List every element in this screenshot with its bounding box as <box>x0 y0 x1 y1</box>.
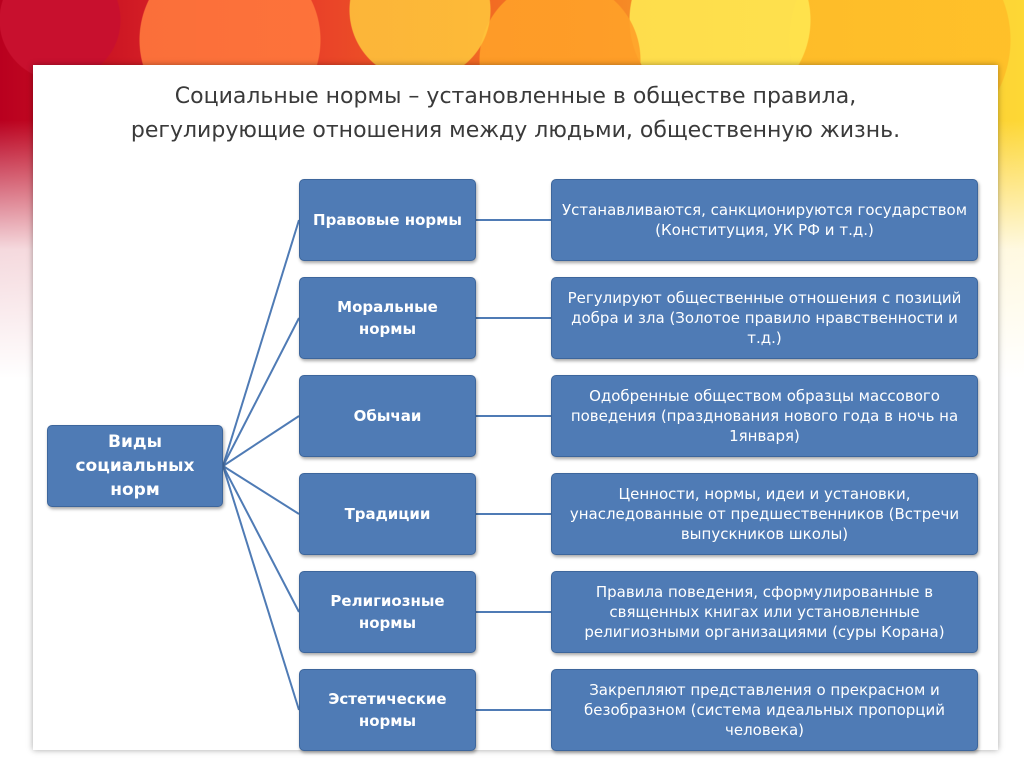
connector-root-moral <box>222 317 300 467</box>
slide-title: Социальные нормы – установленные в общес… <box>33 80 998 148</box>
type-node-aesthetic: Эстетические нормы <box>299 669 476 751</box>
desc-node-customs: Одобренные обществом образцы массового п… <box>551 375 978 457</box>
type-node-moral: Моральные нормы <box>299 277 476 359</box>
root-node-label: Виды социальных норм <box>75 432 195 500</box>
desc-node-text: Правила поведения, сформулированные в св… <box>584 583 945 641</box>
type-node-label: Правовые нормы <box>313 211 462 229</box>
root-node: Виды социальных норм <box>47 425 223 507</box>
title-line-2: регулирующие отношения между людьми, общ… <box>130 118 901 143</box>
type-node-religious: Религиозные нормы <box>299 571 476 653</box>
desc-node-text: Регулируют общественные отношения с пози… <box>567 289 962 347</box>
type-node-legal: Правовые нормы <box>299 179 476 261</box>
desc-node-aesthetic: Закрепляют представления о прекрасном и … <box>551 669 978 751</box>
type-node-label: Эстетические нормы <box>328 690 447 730</box>
type-node-label: Традиции <box>344 505 431 523</box>
desc-node-religious: Правила поведения, сформулированные в св… <box>551 571 978 653</box>
desc-node-text: Ценности, нормы, идеи и установки, унасл… <box>569 485 960 543</box>
desc-node-moral: Регулируют общественные отношения с пози… <box>551 277 978 359</box>
desc-node-text: Закрепляют представления о прекрасном и … <box>584 681 945 739</box>
connector-root-legal <box>222 219 300 467</box>
desc-node-text: Одобренные обществом образцы массового п… <box>570 387 959 445</box>
desc-node-text: Устанавливаются, санкционируются государ… <box>561 201 968 239</box>
type-node-customs: Обычаи <box>299 375 476 457</box>
connector-root-aesthetic <box>222 465 300 711</box>
type-node-label: Религиозные нормы <box>330 592 445 632</box>
desc-node-traditions: Ценности, нормы, идеи и установки, унасл… <box>551 473 978 555</box>
type-node-label: Обычаи <box>353 407 422 425</box>
connector-root-traditions <box>222 465 300 515</box>
title-line-1: Социальные нормы – установленные в общес… <box>174 84 857 109</box>
connector-root-religious <box>222 465 300 613</box>
connector-root-customs <box>222 415 300 467</box>
type-node-label: Моральные нормы <box>337 298 438 338</box>
type-node-traditions: Традиции <box>299 473 476 555</box>
desc-node-legal: Устанавливаются, санкционируются государ… <box>551 179 978 261</box>
